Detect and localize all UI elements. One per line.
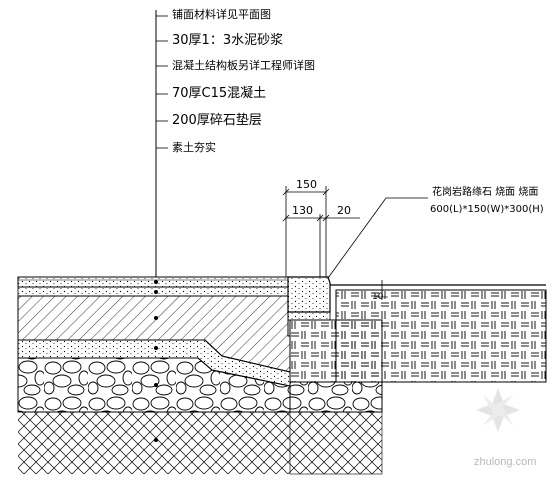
paving-surface [17,276,289,288]
granite-curb [287,276,331,313]
dimension-overall: 150 [296,178,317,191]
curb-callout-leader [327,197,428,279]
layer-label-concrete: 70厚C15混凝土 [172,86,267,101]
layer-label-soil: 素土夯实 [172,141,216,154]
layer-label-slab: 混凝土结构板另详工程师详图 [172,59,315,72]
layer-label-mortar: 30厚1：3水泥砂浆 [172,33,284,48]
curb-label-material: 花岗岩路缘石 烧面 烧面 [432,187,539,198]
compacted-soil-layer [18,412,290,474]
curb-label-size: 600(L)*150(W)*300(H) [430,204,544,215]
watermark-text: zhulong.com [474,456,537,468]
mortar-bed [17,286,289,297]
dimension-side: 10 [372,292,384,302]
layer-label-gravel: 200厚碎石垫层 [172,113,262,128]
dimension-left: 130 [292,204,313,217]
soil-right-bottom [289,411,383,475]
layer-label-paving: 铺面材料详见平面图 [172,8,271,21]
watermark-logo [476,388,520,432]
basketweave-soil-top [335,289,547,383]
gravel-layer-right [289,381,383,413]
curb-mortar [287,311,331,321]
dimension-right: 20 [337,204,351,217]
